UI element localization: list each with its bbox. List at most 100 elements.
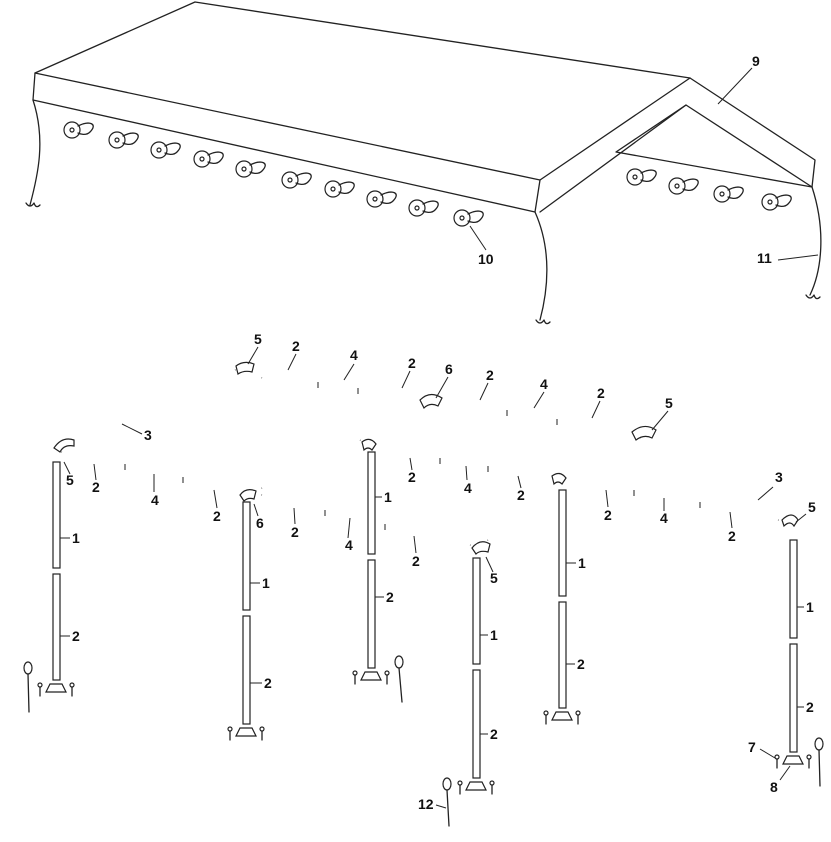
callout-2: 2 [408, 469, 416, 485]
callout-2: 2 [517, 487, 525, 503]
callout-4: 4 [151, 492, 159, 508]
bungee-ball [408, 199, 439, 217]
stake [442, 777, 452, 827]
bungee-ball [108, 131, 139, 149]
callout-4: 4 [345, 537, 353, 553]
callout-2: 2 [72, 628, 80, 644]
callout-5: 5 [808, 499, 816, 515]
callout-2: 2 [577, 656, 585, 672]
callout-4: 4 [350, 347, 358, 363]
callout-1: 1 [72, 530, 80, 546]
bungee-ball [761, 193, 792, 211]
leg-front-left [52, 461, 61, 681]
callout-9: 9 [752, 53, 760, 69]
callout-4: 4 [540, 376, 548, 392]
bungee-ball [366, 190, 397, 208]
foot-plate [774, 754, 812, 769]
callout-2: 2 [292, 338, 300, 354]
middle-connector [361, 438, 377, 452]
callout-10: 10 [478, 251, 494, 267]
bungee-ball [235, 160, 266, 178]
corner-connector [471, 541, 491, 555]
callout-2: 2 [264, 675, 272, 691]
callout-2: 2 [408, 355, 416, 371]
foot-plate [457, 780, 495, 795]
leg-middle-back [367, 451, 376, 669]
canopy-callouts: 9 10 11 [469, 53, 819, 267]
bungee-ball [668, 177, 699, 195]
peak-connector [235, 361, 255, 375]
canopy-roof-panel [34, 1, 691, 181]
leg-middle-front [242, 501, 251, 725]
callout-1: 1 [806, 599, 814, 615]
callout-2: 2 [291, 524, 299, 540]
callout-2: 2 [597, 385, 605, 401]
bungee-ball [63, 121, 94, 139]
foot-plate [37, 682, 75, 697]
stake [394, 655, 404, 703]
canopy-end-valance [615, 104, 813, 188]
callout-2: 2 [412, 553, 420, 569]
callout-2: 2 [806, 699, 814, 715]
callout-4: 4 [464, 480, 472, 496]
tie-strap-left [29, 99, 41, 206]
foot-plate [543, 710, 581, 725]
tie-strap-left-end [25, 202, 41, 208]
callout-2: 2 [92, 479, 100, 495]
callout-6: 6 [256, 515, 264, 531]
tie-strap-middle-end [535, 319, 551, 325]
foot-plates [37, 670, 812, 795]
bungee-ball [193, 150, 224, 168]
callout-1: 1 [490, 627, 498, 643]
callout-2: 2 [490, 726, 498, 742]
leg-back-right [558, 489, 567, 709]
bungee-ball [626, 168, 657, 186]
callout-1: 1 [578, 555, 586, 571]
ground-stakes [23, 655, 824, 827]
tie-strap-right [809, 186, 822, 296]
callout-2: 2 [604, 507, 612, 523]
bungee-ball [324, 180, 355, 198]
leg-front-right [472, 557, 481, 779]
bungee-balls-side [63, 121, 484, 227]
foot-plate [352, 670, 390, 685]
frame-roof-tubes [61, 368, 787, 547]
frame-callouts: 5 5 5 5 5 6 6 3 3 4 4 4 4 4 4 1 1 1 [60, 331, 816, 812]
callout-3: 3 [144, 427, 152, 443]
bungee-ball [453, 209, 484, 227]
callout-5: 5 [254, 331, 262, 347]
corner-connector [53, 438, 75, 453]
callout-4: 4 [660, 510, 668, 526]
tie-strap-middle [534, 211, 548, 321]
callout-2: 2 [728, 528, 736, 544]
bungee-balls-end [626, 168, 792, 211]
corner-connector [781, 514, 799, 528]
callout-5: 5 [66, 472, 74, 488]
callout-12: 12 [418, 796, 434, 812]
middle-connector [551, 472, 567, 486]
callout-1: 1 [262, 575, 270, 591]
stake [23, 661, 33, 713]
peak-connector [631, 425, 657, 441]
callout-3: 3 [775, 469, 783, 485]
callout-2: 2 [486, 367, 494, 383]
callout-5: 5 [665, 395, 673, 411]
tie-strap-right-end [805, 294, 821, 300]
bungee-ball [281, 171, 312, 189]
foot-plate [227, 726, 265, 741]
callout-7: 7 [748, 739, 756, 755]
leg-end-right [789, 539, 798, 753]
callout-2: 2 [213, 508, 221, 524]
callout-8: 8 [770, 779, 778, 795]
callout-1: 1 [384, 489, 392, 505]
callout-5: 5 [490, 570, 498, 586]
middle-connector [239, 489, 257, 502]
callout-6: 6 [445, 361, 453, 377]
callout-11: 11 [757, 250, 772, 266]
bungee-ball [713, 185, 744, 203]
callout-2: 2 [386, 589, 394, 605]
canopy-cover [25, 1, 822, 325]
stake [814, 737, 824, 787]
